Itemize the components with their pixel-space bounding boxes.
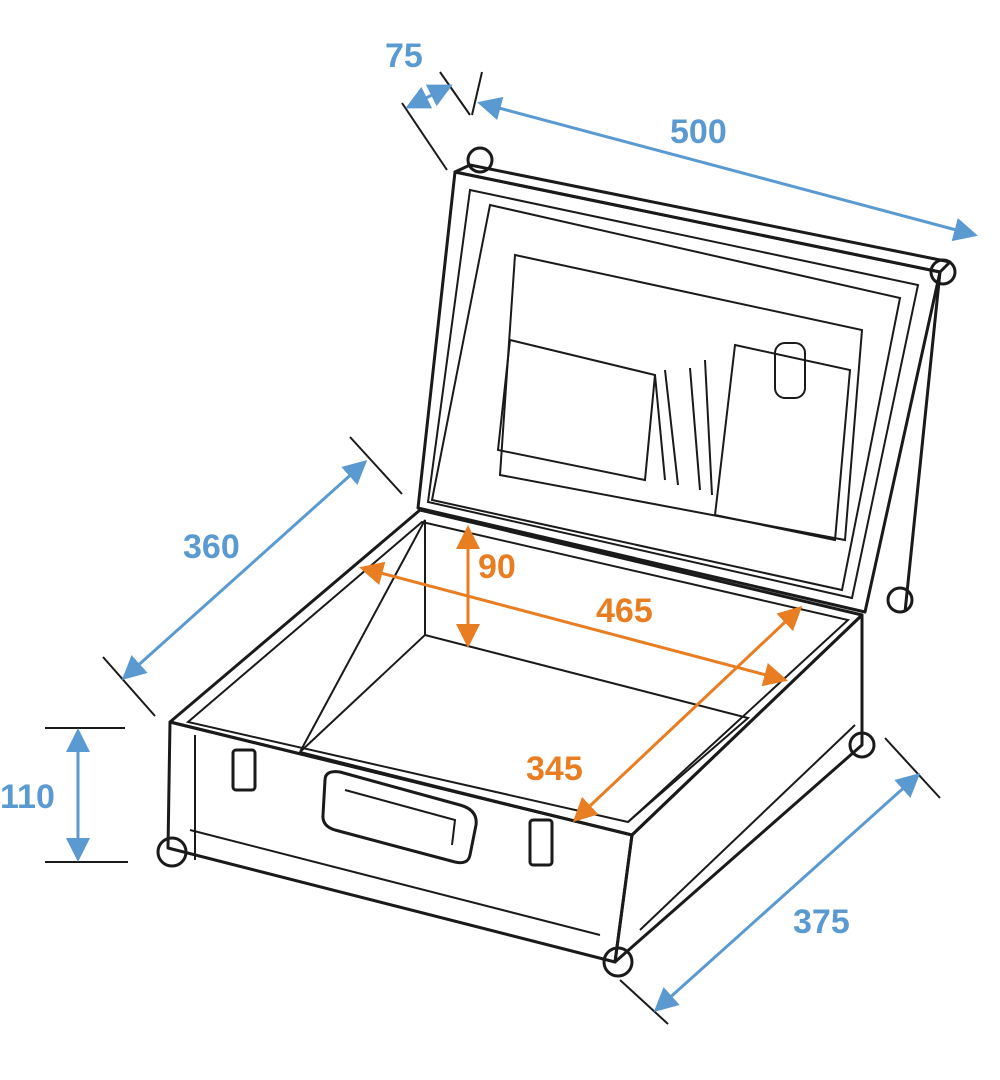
- inner-length-label: 465: [596, 592, 653, 630]
- case-lid: [416, 163, 952, 614]
- extension-lines: [45, 71, 941, 1025]
- outer-dimension-arrows: [66, 84, 978, 1013]
- inner-dimension-arrows: [359, 525, 803, 823]
- width-right-label: 375: [793, 903, 850, 941]
- height-label: 110: [0, 778, 55, 816]
- width-left-arrow: [121, 459, 368, 681]
- lid-depth-label: 75: [385, 37, 423, 75]
- inner-depth-label: 90: [478, 548, 516, 586]
- length-label: 500: [670, 113, 727, 151]
- length-arrow: [477, 96, 978, 242]
- width-left-label: 360: [183, 528, 240, 566]
- width-right-arrow: [653, 772, 921, 1013]
- inner-width-label: 345: [526, 750, 583, 788]
- case-base: [156, 146, 957, 978]
- lid-depth-arrow: [405, 84, 453, 109]
- inner-width-arrow: [572, 605, 803, 823]
